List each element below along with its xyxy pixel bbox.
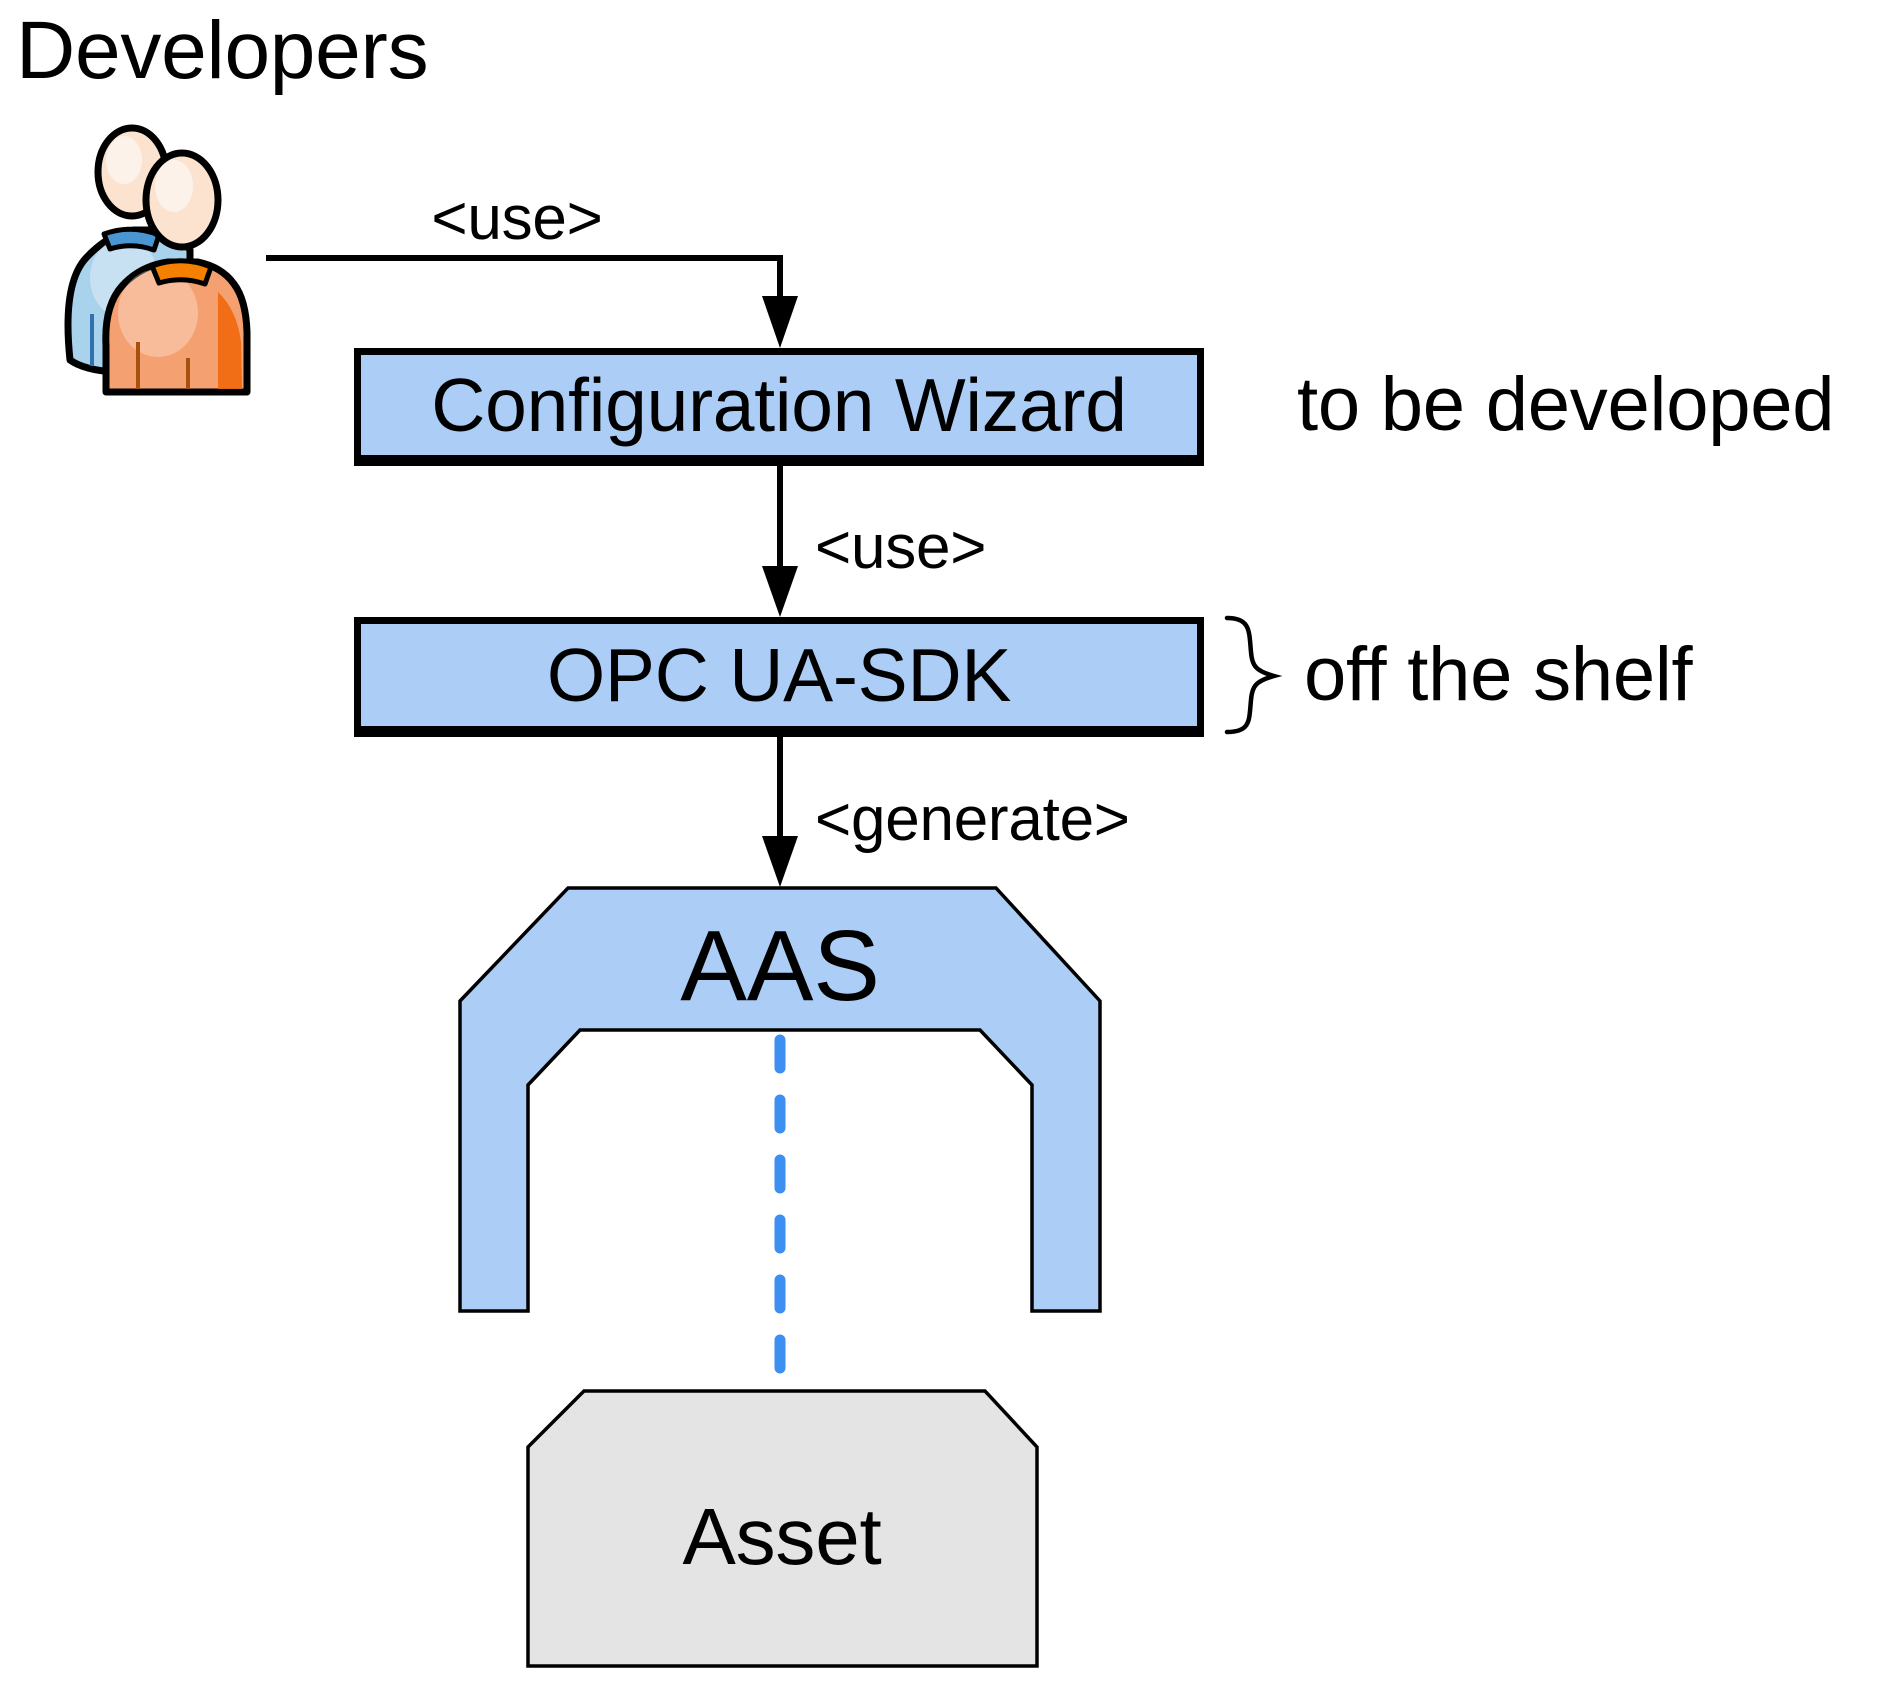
aas-shape <box>458 886 1102 1313</box>
opc-ua-sdk-label: OPC UA-SDK <box>546 632 1012 717</box>
developers-label: Developers <box>16 5 429 96</box>
two-people-icon <box>64 124 251 396</box>
configuration-wizard-node: Configuration Wizard <box>354 348 1204 462</box>
curly-brace-icon <box>1224 615 1283 735</box>
edge-sdk-to-aas <box>762 733 798 887</box>
edge-label-generate: <generate> <box>815 785 1130 854</box>
off-the-shelf-annotation: off the shelf <box>1304 632 1693 717</box>
edge-label-use-mid: <use> <box>815 513 987 582</box>
edge-developers-to-wizard <box>266 255 798 348</box>
to-be-developed-annotation: to be developed <box>1297 362 1835 447</box>
arrowhead-icon <box>762 296 798 348</box>
edge-label-use-top: <use> <box>431 184 603 253</box>
edge-wizard-to-sdk <box>762 462 798 617</box>
opc-ua-sdk-node: OPC UA-SDK <box>354 617 1204 733</box>
aas-label: AAS <box>680 910 880 1022</box>
arrowhead-icon <box>762 836 798 887</box>
asset-shape <box>526 1389 1039 1668</box>
configuration-wizard-label: Configuration Wizard <box>431 362 1127 447</box>
arrowhead-icon <box>762 566 798 617</box>
asset-label: Asset <box>682 1492 882 1581</box>
